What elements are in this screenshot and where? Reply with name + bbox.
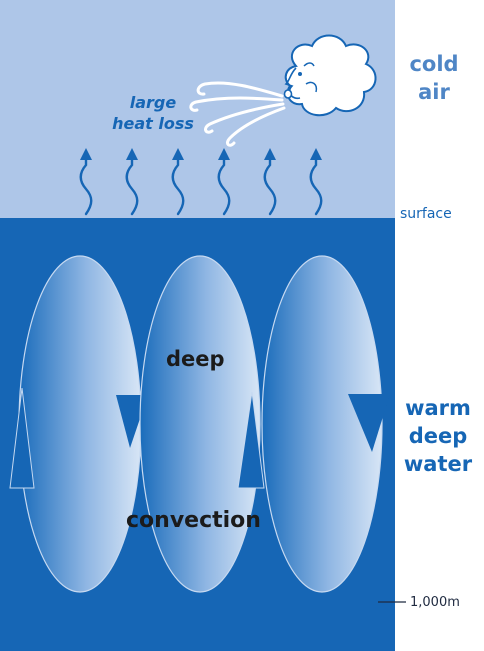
cold-air-label: cold air [395,50,473,106]
cloud-face-icon [283,34,377,117]
right-margin [395,0,484,651]
wavy-up-arrow-icon [125,148,139,216]
wavy-up-arrow-icon [263,148,277,216]
deep-label: deep [166,347,225,371]
wavy-up-arrow-icon [217,148,231,216]
cold-air-line-1: cold [409,52,459,76]
convection-cell-middle [139,255,265,593]
warm-deep-water-label: warm deep water [398,394,478,478]
wavy-up-arrow-icon [309,148,323,216]
surface-label: surface [400,206,452,222]
warm-line-1: warm [405,396,471,420]
heat-loss-label: large heat loss [98,92,208,134]
heat-loss-line-1: large [129,93,177,112]
cold-air-line-2: air [418,80,450,104]
convection-cell-right [261,255,390,593]
warm-line-2: deep [408,424,468,448]
arrowhead-right-down [348,394,390,452]
warm-line-3: water [403,452,473,476]
heat-arrows [79,148,323,216]
arrowhead-left-up [9,387,35,489]
arrowhead-middle-up [237,391,265,489]
convection-label: convection [126,508,261,533]
wavy-up-arrow-icon [79,148,93,216]
wind-gust-icon [189,81,286,147]
heat-loss-line-2: heat loss [112,114,194,133]
wavy-up-arrow-icon [171,148,185,216]
depth-marker-label: 1,000m [410,595,460,610]
